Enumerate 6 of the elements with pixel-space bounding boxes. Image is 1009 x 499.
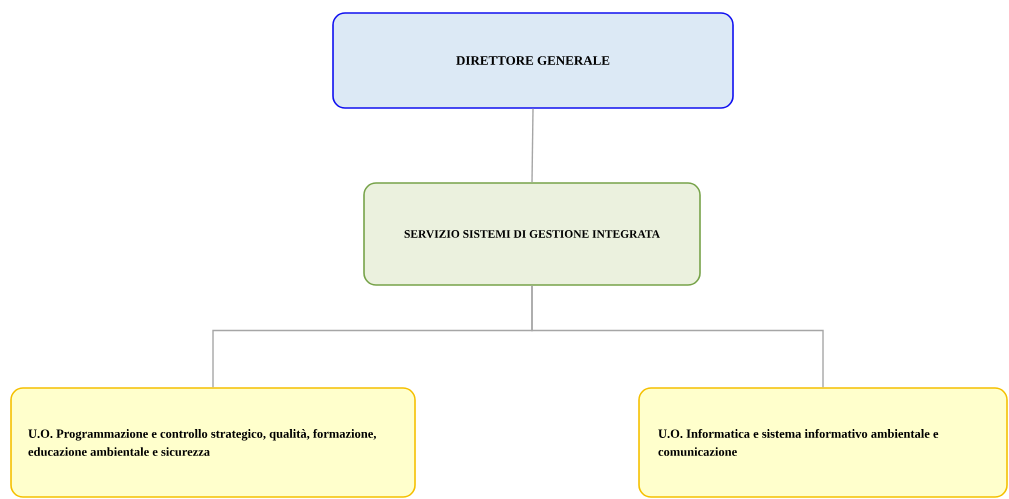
director-box: DIRETTORE GENERALE bbox=[332, 12, 734, 109]
connector-line bbox=[531, 108, 534, 183]
unit-box: U.O. Informatica e sistema informativo ambientale e comunicazione bbox=[638, 387, 1008, 498]
unit-box: U.O. Programmazione e controllo strategico, qualità, formazione, educazione ambientale e sicurezza bbox=[10, 387, 416, 498]
service-box: SERVIZIO SISTEMI DI GESTIONE INTEGRATA bbox=[363, 182, 701, 286]
connector-line bbox=[531, 285, 824, 388]
